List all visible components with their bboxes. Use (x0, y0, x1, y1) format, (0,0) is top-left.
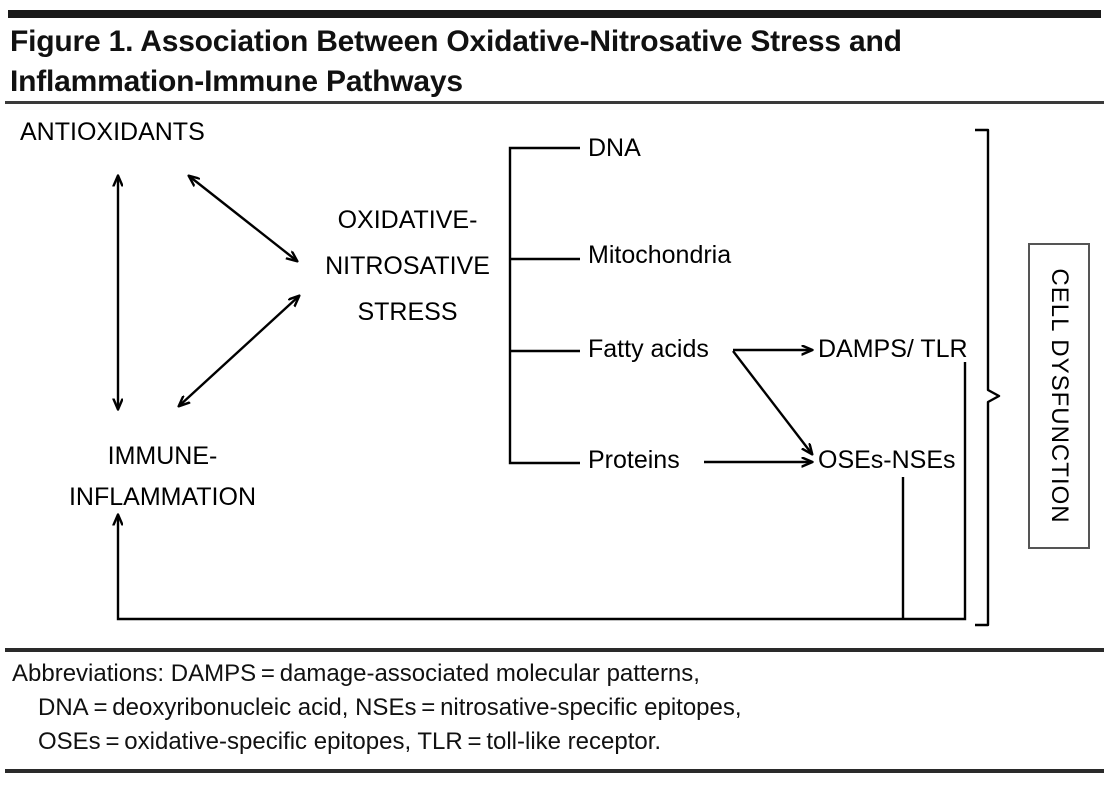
node-oxidative-nitrosative-stress-line-2: NITROSATIVE (325, 252, 490, 280)
node-fatty-acids: Fatty acids (588, 335, 709, 363)
node-dna: DNA (588, 134, 641, 162)
node-immune-inflammation: IMMUNE- INFLAMMATION (45, 444, 280, 526)
abbreviations-line-3: OSEs = oxidative-specific epitopes, TLR … (38, 728, 662, 756)
node-oxidative-nitrosative-stress-line-1: OXIDATIVE- (337, 206, 478, 234)
figure-title-line-2: Inflammation-Immune Pathways (10, 64, 463, 98)
node-oxidative-nitrosative-stress-line-3: STRESS (357, 298, 458, 326)
cell-dysfunction-box: CELL DYSFUNCTION (1028, 243, 1090, 549)
abbreviations-line-2: DNA = deoxyribonucleic acid, NSEs = nitr… (38, 694, 742, 722)
rule-under-title (5, 101, 1104, 104)
node-antioxidants: ANTIOXIDANTS (20, 118, 205, 146)
arrow-immune-stress (179, 296, 299, 406)
cell-dysfunction-label: CELL DYSFUNCTION (1046, 268, 1073, 524)
rule-above-abbreviations (5, 648, 1104, 652)
node-proteins: Proteins (588, 446, 680, 474)
node-immune-inflammation-line-2: INFLAMMATION (68, 483, 257, 511)
targets-bracket (508, 146, 580, 465)
bottom-rule (5, 769, 1104, 773)
node-damps-tlr: DAMPS/ TLR (818, 335, 968, 363)
node-oses-nses: OSEs-NSEs (818, 446, 956, 474)
node-mitochondria: Mitochondria (588, 241, 732, 269)
arrow-antioxidants-stress (189, 176, 297, 261)
figure-title-line-1: Figure 1. Association Between Oxidative-… (10, 25, 902, 58)
arrow-fatty-to-oses (732, 350, 812, 454)
top-heavy-rule (8, 10, 1101, 18)
diagram-canvas: ANTIOXIDANTS OXIDATIVE- NITROSATIVE STRE… (0, 104, 1109, 648)
feedback-loop-to-immune (118, 362, 967, 621)
figure-title: Figure 1. Association Between Oxidative-… (10, 22, 1070, 102)
abbreviations-line-1: Abbreviations: DAMPS = damage-associated… (12, 660, 700, 687)
diagram-connector-layer (0, 128, 1001, 627)
node-oxidative-nitrosative-stress: OXIDATIVE- NITROSATIVE STRESS (300, 208, 515, 325)
node-immune-inflammation-line-1: IMMUNE- (107, 442, 218, 470)
abbreviations-block: Abbreviations: DAMPS = damage-associated… (12, 657, 1092, 759)
cell-dysfunction-brace (975, 128, 1001, 627)
